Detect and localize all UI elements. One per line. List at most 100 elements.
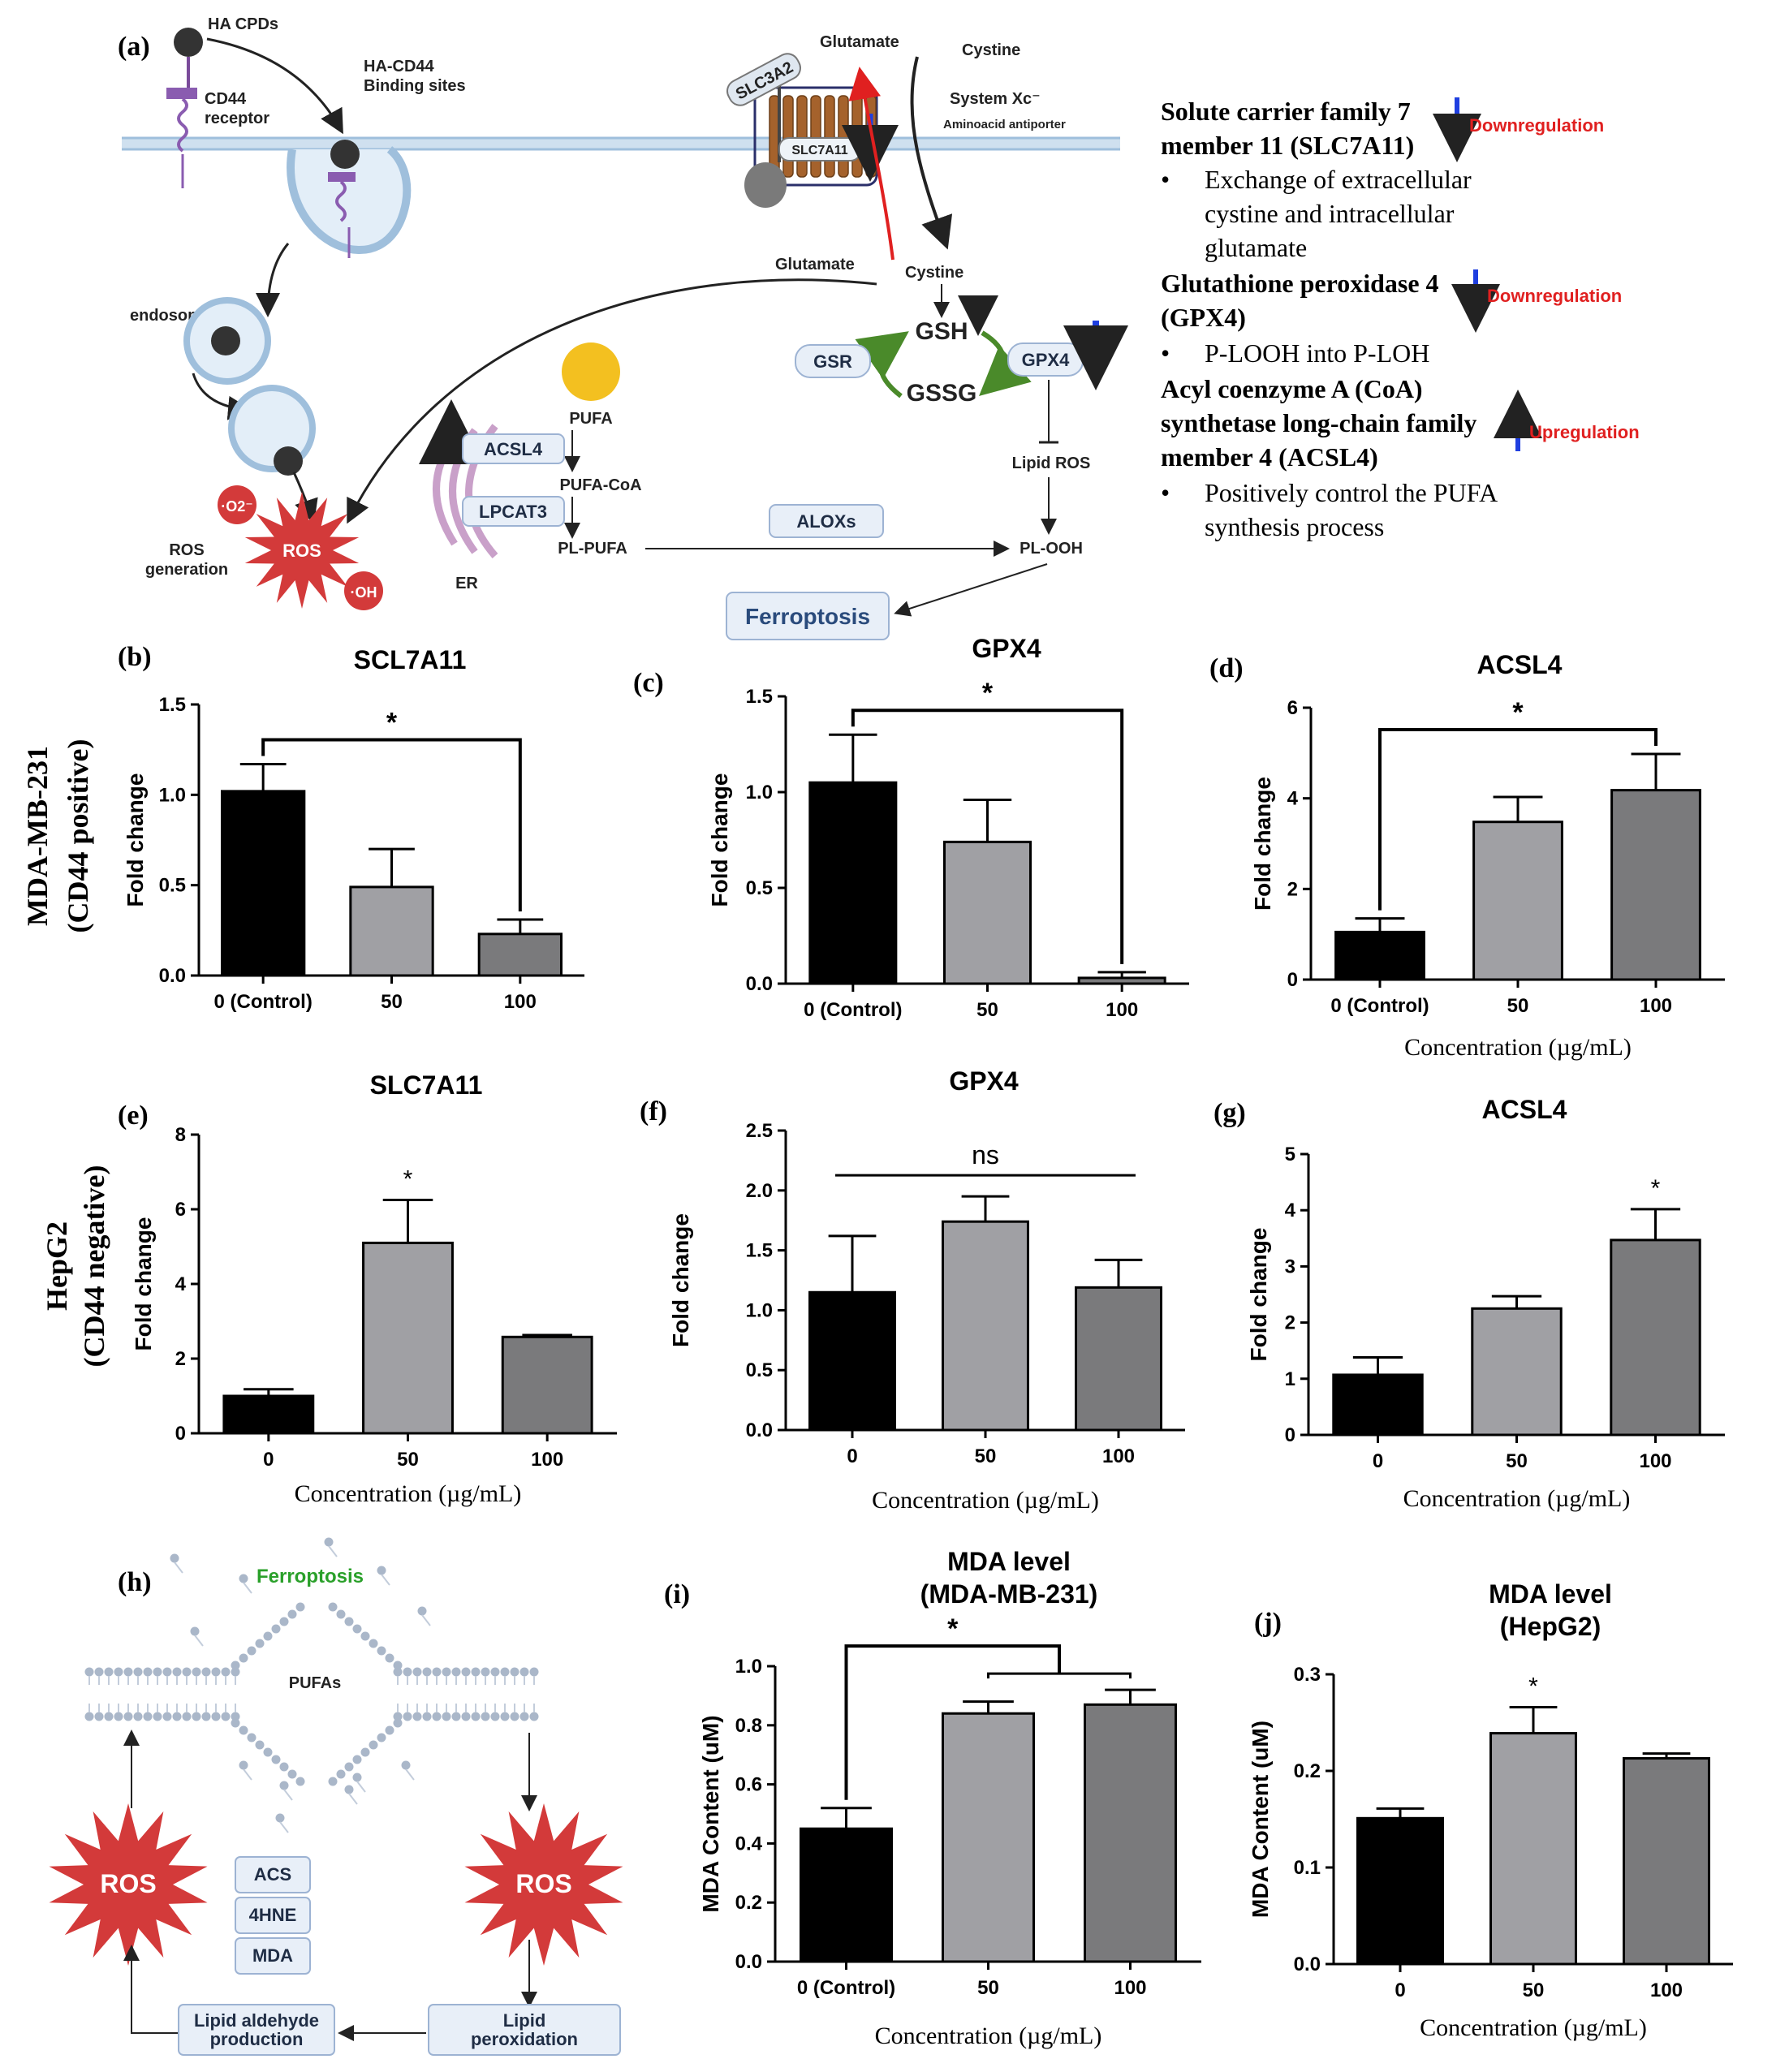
x-tick-label: 50 [976, 999, 998, 1021]
pl-pufa-label: PL-PUFA [558, 540, 627, 558]
panel-label-i: (i) [664, 1579, 690, 1609]
panel-label-g: (g) [1214, 1098, 1246, 1128]
panel-label-a: (a) [118, 32, 150, 62]
cd44-receptor-icon [166, 88, 197, 99]
bar [1472, 821, 1563, 981]
panel-label-j: (j) [1254, 1608, 1282, 1638]
chart-title: SLC7A11 [370, 1070, 483, 1100]
chart-i: MDA level(MDA-MB-231)0.00.20.40.60.81.0M… [698, 1547, 1201, 2049]
y-tick-label: 1.5 [746, 686, 773, 708]
x-tick-label: 0 [847, 1445, 857, 1467]
aldehyde-label-2: production [210, 2029, 304, 2049]
significance-bracket [1378, 727, 1658, 911]
ros-gen-label-2: generation [145, 561, 228, 579]
bar [1610, 1238, 1701, 1437]
lipid-bilayer-icon [84, 1537, 539, 1833]
y-tick-label: 1.0 [735, 1656, 762, 1678]
peroxidation-label-1: Lipid [503, 2010, 546, 2031]
x-tick-label: 50 [397, 1449, 419, 1471]
y-tick-label: 0.0 [1294, 1954, 1321, 1975]
lpcat3-box [462, 496, 565, 527]
bar [1610, 789, 1701, 981]
x-tick-label: 50 [1506, 1450, 1528, 1472]
note-down-2: Downregulation [1487, 286, 1622, 306]
y-axis-label: MDA Content (uM) [698, 1715, 723, 1912]
y-tick-label: 2.0 [746, 1180, 773, 1202]
y-tick-label: 0.0 [735, 1951, 762, 1973]
y-tick-label: 0 [1287, 969, 1298, 991]
x-tick-label: 100 [1640, 995, 1672, 1017]
pair-bracket [987, 1672, 1132, 1679]
note-gpx4-heading-1: Glutathione peroxidase 4 [1161, 269, 1439, 298]
aloxs-box [769, 504, 884, 538]
cystine-bottom-label: Cystine [905, 264, 963, 282]
note-acsl4-body-2: synthesis process [1205, 512, 1384, 541]
ros-left-label: ROS [100, 1869, 156, 1898]
y-axis-label: Fold change [123, 773, 148, 907]
chart-title-line: (HepG2) [1500, 1612, 1601, 1641]
gsh-label: GSH [915, 318, 968, 345]
lipid-ros-label: Lipid ROS [1012, 454, 1091, 472]
aldehyde-label-1: Lipid aldehyde [194, 2010, 319, 2031]
cystine-top-label: Cystine [962, 41, 1020, 59]
y-tick-label: 1.5 [746, 1240, 773, 1262]
row-label-mda-1: MDA-MB-231 [21, 746, 54, 926]
x-axis-label: Concentration (µg/mL) [1404, 1034, 1632, 1061]
y-axis-label: MDA Content (uM) [1248, 1721, 1273, 1918]
panel-label-f: (f) [640, 1096, 667, 1126]
bar [1489, 1732, 1577, 1966]
x-tick-label: 0 (Control) [214, 991, 313, 1013]
y-tick-label: 2 [1285, 1312, 1295, 1334]
pufa-droplet-icon [562, 342, 620, 401]
ferroptosis-box-label: Ferroptosis [745, 604, 870, 629]
superoxide-icon [218, 485, 256, 524]
y-tick-label: 0.8 [735, 1715, 762, 1737]
x-tick-label: 100 [531, 1449, 563, 1471]
cd44-label-2: receptor [205, 110, 269, 127]
x-tick-label: 50 [975, 1445, 997, 1467]
bar [222, 1394, 315, 1435]
ferroptosis-h-label: Ferroptosis [256, 1566, 364, 1587]
ros-right-label: ROS [515, 1869, 571, 1898]
y-tick-label: 0.2 [1294, 1760, 1321, 1782]
ros-star-icon [244, 492, 360, 609]
system-xc-antiporter: SLC3A2 SLC7A11 [726, 53, 899, 208]
bullet-1: • [1161, 165, 1170, 194]
row-label-mda-2: (CD44 positive) [62, 739, 94, 933]
hne-box [235, 1897, 311, 1934]
x-axis-label: Concentration (µg/mL) [1403, 1485, 1631, 1512]
system-xc-label: System Xc⁻ [950, 90, 1041, 108]
y-tick-label: 0 [1285, 1424, 1295, 1446]
bullet-3: • [1161, 478, 1170, 507]
note-slc7a11-body-2: cystine and intracellular [1205, 199, 1455, 228]
bar [349, 885, 434, 977]
bar [1075, 1286, 1162, 1432]
x-tick-label: 0 (Control) [804, 999, 902, 1021]
x-tick-label: 0 (Control) [1330, 995, 1429, 1017]
note-slc7a11-heading-1: Solute carrier family 7 [1161, 97, 1411, 126]
aldehyde-box [178, 2004, 335, 2056]
pl-ooh-label: PL-OOH [1020, 540, 1083, 558]
oh-label: ·OH [351, 584, 377, 601]
bar [501, 1335, 593, 1435]
note-slc7a11-body-3: glutamate [1205, 233, 1307, 262]
significance-label: * [947, 1613, 959, 1644]
y-tick-label: 0.2 [735, 1892, 762, 1914]
significance-bracket [851, 709, 1124, 964]
y-tick-label: 0.4 [735, 1833, 763, 1854]
gsr-box-label: GSR [813, 351, 852, 372]
x-tick-label: 100 [1639, 1450, 1671, 1472]
significance-label: * [386, 707, 398, 738]
panel-h-diagram: (h) Ferroptosis PUFAs ROS ROS ACS 4HNE M… [49, 1537, 623, 2056]
er-label: ER [455, 575, 478, 592]
acs-label: ACS [254, 1864, 291, 1885]
ros-gen-label-1: ROS [169, 541, 204, 559]
bar [942, 1220, 1029, 1432]
pufa-label: PUFA [569, 410, 612, 428]
bar [808, 781, 898, 985]
significance-label: * [982, 678, 994, 709]
